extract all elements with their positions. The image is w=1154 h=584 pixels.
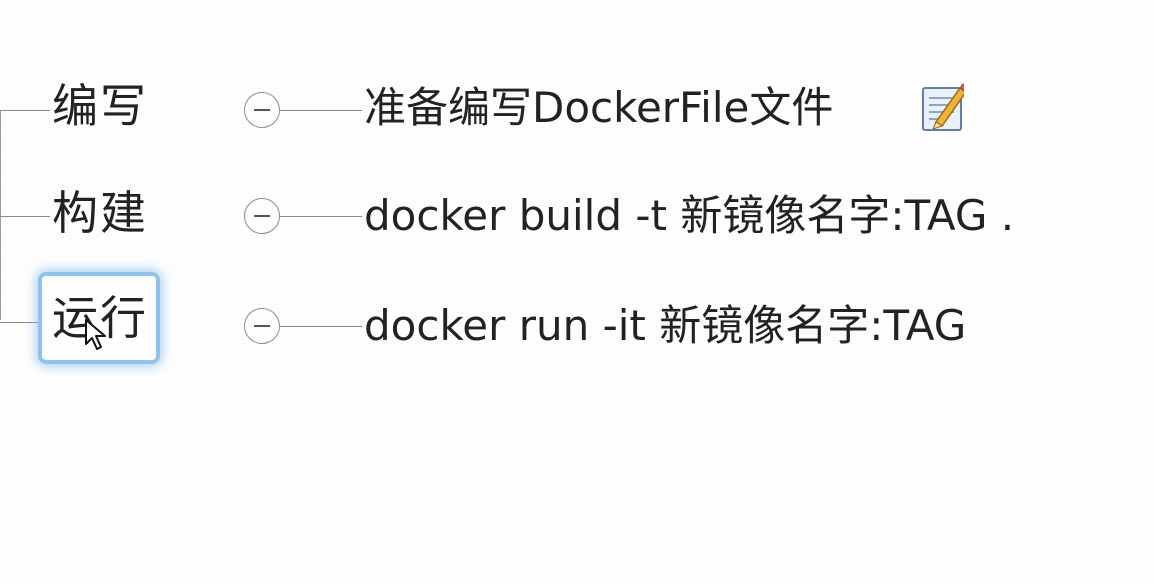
root-spine [0,110,1,320]
root-connector-line [0,322,40,323]
minus-circle-icon [254,109,270,111]
child-label: docker run -it 新镜像名字:TAG [364,301,967,350]
root-connector-line [0,216,50,217]
child-label: docker build -t 新镜像名字:TAG . [364,191,1015,240]
collapse-toggle-build[interactable] [244,198,280,234]
child-connector-line [280,216,362,217]
branch-label: 构建 [52,186,148,240]
child-connector-line [280,110,362,111]
child-label: 准备编写DockerFile文件 [364,83,834,132]
minus-circle-icon [254,215,270,217]
branch-label: 编写 [52,79,148,133]
child-node-build[interactable]: docker build -t 新镜像名字:TAG . [364,188,1014,244]
root-connector-line [0,110,50,111]
branch-node-build[interactable]: 构建 [52,183,148,243]
child-node-run[interactable]: docker run -it 新镜像名字:TAG [364,298,966,354]
collapse-toggle-write[interactable] [244,92,280,128]
collapse-toggle-run[interactable] [244,308,280,344]
note-pencil-icon[interactable] [920,82,964,132]
minus-circle-icon [254,325,270,327]
mouse-pointer-icon [85,319,106,350]
branch-node-write[interactable]: 编写 [52,76,148,136]
child-connector-line [280,326,362,327]
child-node-write[interactable]: 准备编写DockerFile文件 [364,80,833,136]
